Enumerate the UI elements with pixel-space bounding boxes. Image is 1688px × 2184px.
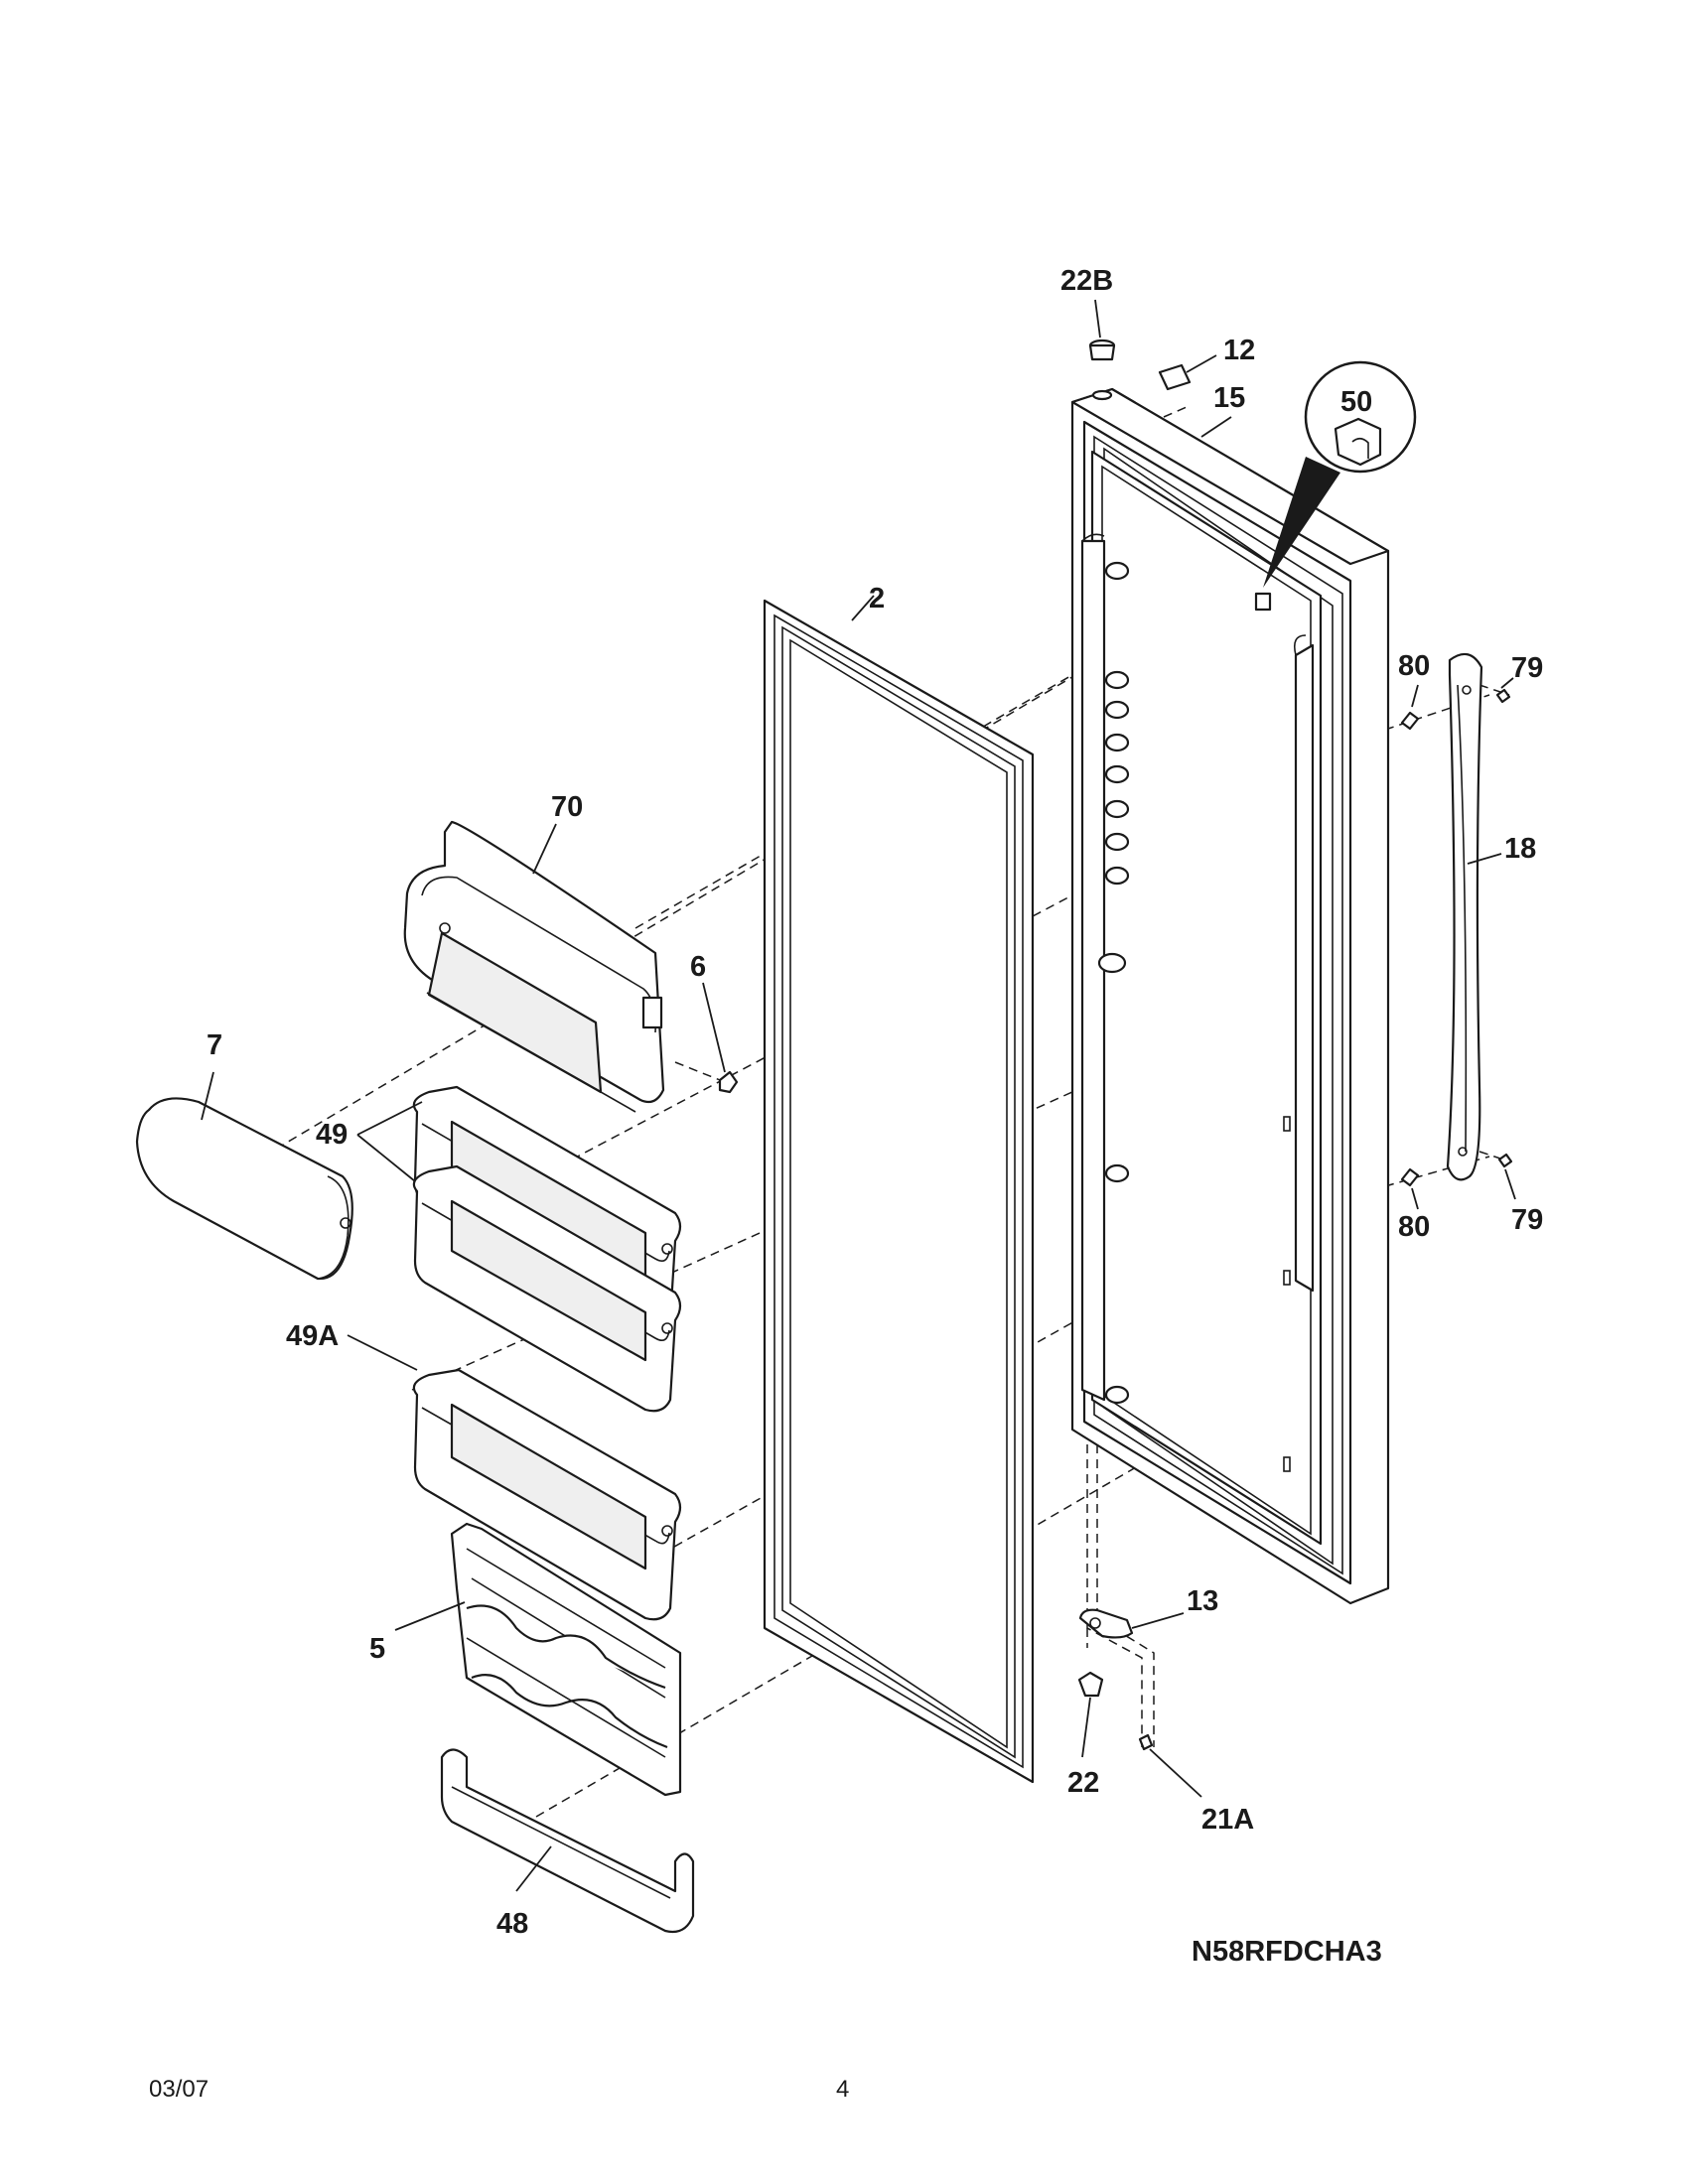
callout-80-bottom: 80 bbox=[1398, 1211, 1430, 1243]
hinge-bushing-bottom bbox=[1077, 1671, 1104, 1758]
footer-date: 03/07 bbox=[149, 2076, 209, 2103]
retaining-clip bbox=[702, 982, 739, 1094]
door-handle bbox=[1446, 652, 1502, 1181]
hinge-bushing-top bbox=[1088, 299, 1116, 401]
door-label-plate bbox=[1158, 354, 1217, 391]
door-gasket bbox=[763, 595, 1035, 1784]
model-number: N58RFDCHA3 bbox=[1192, 1936, 1382, 1968]
dairy-compartment bbox=[403, 820, 665, 1113]
callout-50: 50 bbox=[1340, 386, 1372, 418]
page-number: 4 bbox=[836, 2076, 849, 2103]
callout-15: 15 bbox=[1213, 382, 1245, 414]
handle-fasteners bbox=[1400, 677, 1516, 1210]
callout-79-bottom: 79 bbox=[1511, 1204, 1543, 1236]
callout-49: 49 bbox=[316, 1119, 348, 1151]
callout-22b: 22B bbox=[1060, 265, 1113, 297]
callout-80-top: 80 bbox=[1398, 650, 1430, 682]
hinge-screw bbox=[1138, 1733, 1202, 1798]
door-bin-middle bbox=[356, 1101, 682, 1413]
callout-18: 18 bbox=[1504, 833, 1536, 865]
callout-48: 48 bbox=[496, 1908, 528, 1940]
callout-21a: 21A bbox=[1201, 1804, 1254, 1836]
door-bin-bottom bbox=[440, 1748, 695, 1934]
dairy-door bbox=[135, 1071, 353, 1281]
door-shelf-rack bbox=[394, 1522, 682, 1797]
door-bin-large bbox=[347, 1334, 682, 1621]
door-to-label-15 bbox=[1200, 416, 1232, 438]
callout-7: 7 bbox=[207, 1029, 222, 1061]
callout-49a: 49A bbox=[286, 1320, 339, 1352]
callout-2: 2 bbox=[869, 583, 885, 614]
hinge-detail-callout bbox=[1254, 360, 1417, 612]
callout-79-top: 79 bbox=[1511, 652, 1543, 684]
callout-6: 6 bbox=[690, 951, 706, 983]
callout-5: 5 bbox=[369, 1633, 385, 1665]
callout-22: 22 bbox=[1067, 1767, 1099, 1799]
callout-70: 70 bbox=[551, 791, 583, 823]
callout-13: 13 bbox=[1187, 1585, 1218, 1617]
refrigerator-door bbox=[1070, 387, 1390, 1605]
bottom-hinge-plate bbox=[1078, 1608, 1185, 1639]
callout-12: 12 bbox=[1223, 335, 1255, 366]
callout-labels: 22B 12 15 50 2 80 79 18 80 79 70 6 7 49 … bbox=[207, 265, 1543, 1940]
